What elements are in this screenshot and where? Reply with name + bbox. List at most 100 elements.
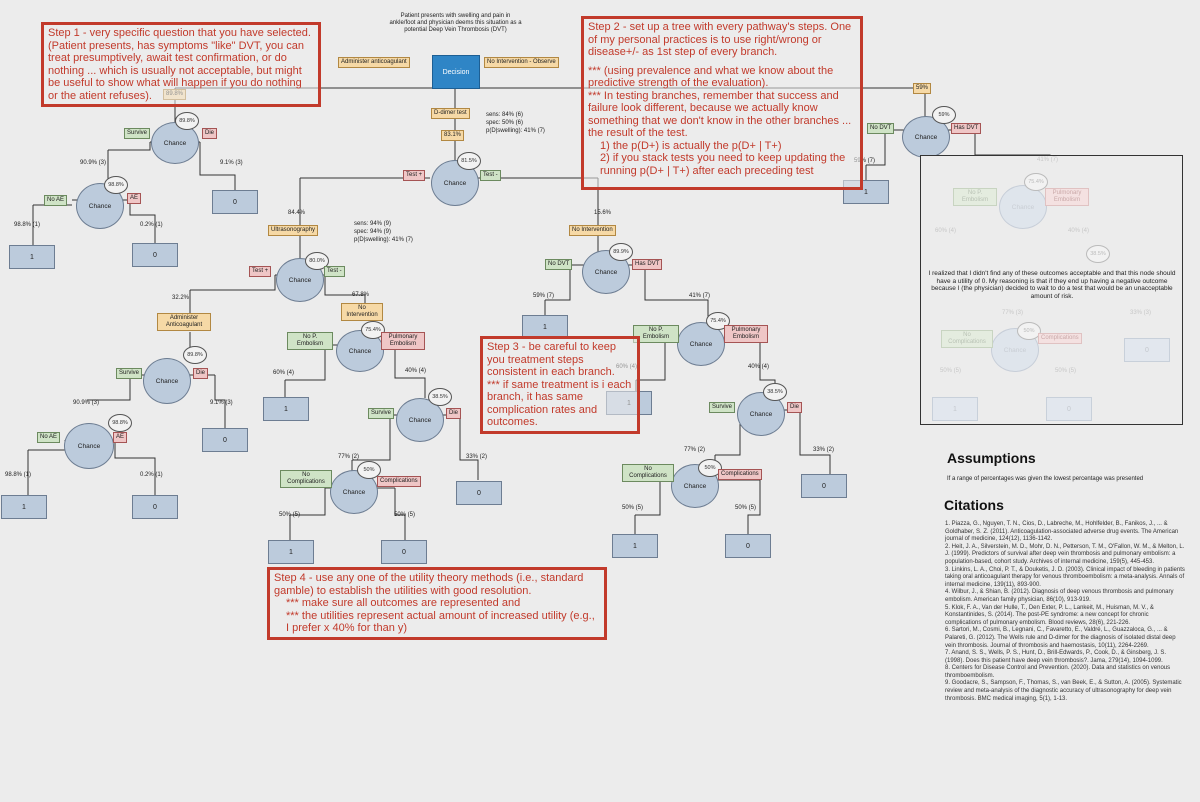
faded-pct: 50% (5): [940, 368, 962, 374]
administer-anticoagulant-label: Administer anticoagulant: [338, 57, 410, 68]
terminal-node[interactable]: 0: [381, 540, 427, 564]
terminal-node[interactable]: 1: [263, 397, 309, 421]
citation-item: 6. Sartori, M., Cosmi, B., Legnani, C., …: [945, 627, 1176, 649]
pe-label: Pulmonary Embolism: [724, 325, 768, 343]
chance-bubble: 81.5%: [457, 152, 481, 170]
survive-pct: 90.9% (3): [80, 160, 107, 166]
no-complications-label: No Complications: [280, 470, 332, 488]
chance-node[interactable]: Chance: [431, 160, 479, 206]
step-2-note-1: *** (using prevalence and what we know a…: [588, 64, 834, 90]
terminal-node[interactable]: 1: [9, 245, 55, 269]
survive-label: Survive: [709, 402, 736, 413]
branch-pct: 15.6%: [594, 210, 612, 216]
terminal-node[interactable]: 1: [268, 540, 314, 564]
decision-node[interactable]: Decision: [432, 55, 480, 89]
d-dimer-prevalence: p(D|swelling): 41% (7): [486, 128, 545, 134]
citations-list: 1. Piazza, G., Nguyen, T. N., Cios, D., …: [945, 521, 1185, 703]
no-ae-pct: 98.8% (1): [14, 222, 41, 228]
citation-item: 9. Goodacre, S., Sampson, F., Thomas, S.…: [945, 680, 1182, 702]
terminal-node[interactable]: 0: [801, 474, 847, 498]
no-intervention-label: No Intervention: [341, 303, 383, 321]
step-2-point-1: 1) the p(D+) is actually the p(D+ | T+): [600, 139, 782, 152]
no-ae-pct: 98.8% (1): [5, 472, 32, 478]
step-2-callout: Step 2 - set up a tree with every pathwa…: [581, 16, 863, 190]
d-dimer-pct: 83.1%: [441, 130, 465, 141]
test-positive-label: Test +: [403, 170, 426, 181]
chance-bubble: 98.8%: [108, 414, 132, 432]
no-intervention-observe-label: No Intervention - Observe: [484, 57, 559, 68]
die-pct: 33% (2): [466, 454, 488, 460]
terminal-node: 1: [932, 397, 978, 421]
survive-pct: 90.9% (3): [73, 400, 100, 406]
assumptions-heading: Assumptions: [947, 450, 1036, 466]
no-intervention-label: No Intervention: [569, 225, 616, 236]
terminal-node[interactable]: 0: [132, 243, 178, 267]
complications-label: Complications: [1038, 333, 1082, 344]
no-pe-label: No P. Embolism: [953, 188, 997, 206]
has-dvt-pct: 41% (7): [689, 293, 711, 299]
pe-label: Pulmonary Embolism: [1045, 188, 1089, 206]
no-dvt-pct: 59% (7): [854, 158, 876, 164]
branch-pct: 84.4%: [288, 210, 306, 216]
step-2-point-2: 2) if you stack tests you need to keep u…: [600, 152, 846, 177]
citation-item: 4. Wilbur, J., & Shian, B. (2012). Diagn…: [945, 589, 1174, 603]
no-pe-label: No P. Embolism: [287, 332, 333, 350]
survive-label: Survive: [368, 408, 395, 419]
no-complications-label: No Complications: [622, 464, 674, 482]
terminal-node[interactable]: 0: [725, 534, 771, 558]
die-pct: 9.1% (3): [220, 160, 243, 166]
chance-node[interactable]: Chance: [143, 358, 191, 404]
d-dimer-spec: spec: 50% (6): [486, 120, 524, 126]
chance-node[interactable]: Chance: [64, 423, 114, 469]
terminal-node: 0: [1124, 338, 1170, 362]
no-dvt-pct: 59% (7): [533, 293, 555, 299]
chance-bubble: 38.5%: [763, 383, 787, 401]
citation-item: 2. Heit, J. A., Silverstein, M. D., Mohr…: [945, 543, 1185, 565]
chance-bubble: 50%: [698, 459, 722, 477]
terminal-node[interactable]: 0: [132, 495, 178, 519]
branch-pct: 32.2%: [172, 295, 190, 301]
chance-node: Chance: [991, 328, 1039, 372]
citation-item: 7. Anand, S. S., Wells, P. S., Hunt, D.,…: [945, 650, 1167, 664]
terminal-node[interactable]: 0: [456, 481, 502, 505]
pe-pct: 40% (4): [405, 368, 427, 374]
ae-label: AE: [113, 432, 128, 443]
terminal-node[interactable]: 1: [522, 315, 568, 339]
step-3-note: *** if same treatment is i each branch, …: [487, 378, 632, 429]
terminal-node[interactable]: 1: [1, 495, 47, 519]
has-dvt-label: Has DVT: [951, 123, 982, 134]
die-pct: 33% (2): [813, 447, 835, 453]
terminal-node[interactable]: 0: [212, 190, 258, 214]
survive-label: Survive: [124, 128, 151, 139]
terminal-node: 0: [1046, 397, 1092, 421]
step-1-callout: Step 1 - very specific question that you…: [41, 22, 321, 107]
pe-pct: 40% (4): [748, 364, 770, 370]
terminal-node[interactable]: 0: [202, 428, 248, 452]
faded-pct: 41% (7): [1037, 157, 1059, 163]
die-label: Die: [193, 368, 209, 379]
chance-bubble: 98.8%: [104, 176, 128, 194]
test-negative-label: Test -: [324, 266, 345, 277]
step-3-callout: Step 3 - be careful to keep you treatmen…: [480, 336, 640, 434]
terminal-node[interactable]: 1: [612, 534, 658, 558]
ultrasonography-label: Ultrasonography: [268, 225, 319, 236]
comp-pct: 50% (5): [394, 512, 416, 518]
chance-node[interactable]: Chance: [582, 250, 630, 294]
us-sens: sens: 94% (9): [354, 221, 392, 227]
no-dvt-label: No DVT: [545, 259, 573, 270]
no-dvt-label: No DVT: [867, 123, 895, 134]
test-negative-label: Test -: [480, 170, 501, 181]
chance-bubble: 38.5%: [1086, 245, 1110, 263]
no-complications-label: No Complications: [941, 330, 993, 348]
faded-pct: 40% (4): [1068, 228, 1090, 234]
chance-bubble: 89.8%: [183, 346, 207, 364]
citation-item: 3. Linkins, L. A., Choi, P. T., & Douket…: [945, 566, 1185, 588]
chance-bubble: 75.4%: [1024, 173, 1048, 191]
citation-item: 8. Centers for Disease Control and Preve…: [945, 665, 1171, 679]
complications-label: Complications: [377, 476, 421, 487]
chance-node[interactable]: Chance: [677, 322, 725, 366]
die-label: Die: [202, 128, 218, 139]
us-spec: spec: 94% (9): [354, 229, 392, 235]
citation-item: 1. Piazza, G., Nguyen, T. N., Cios, D., …: [945, 521, 1179, 543]
